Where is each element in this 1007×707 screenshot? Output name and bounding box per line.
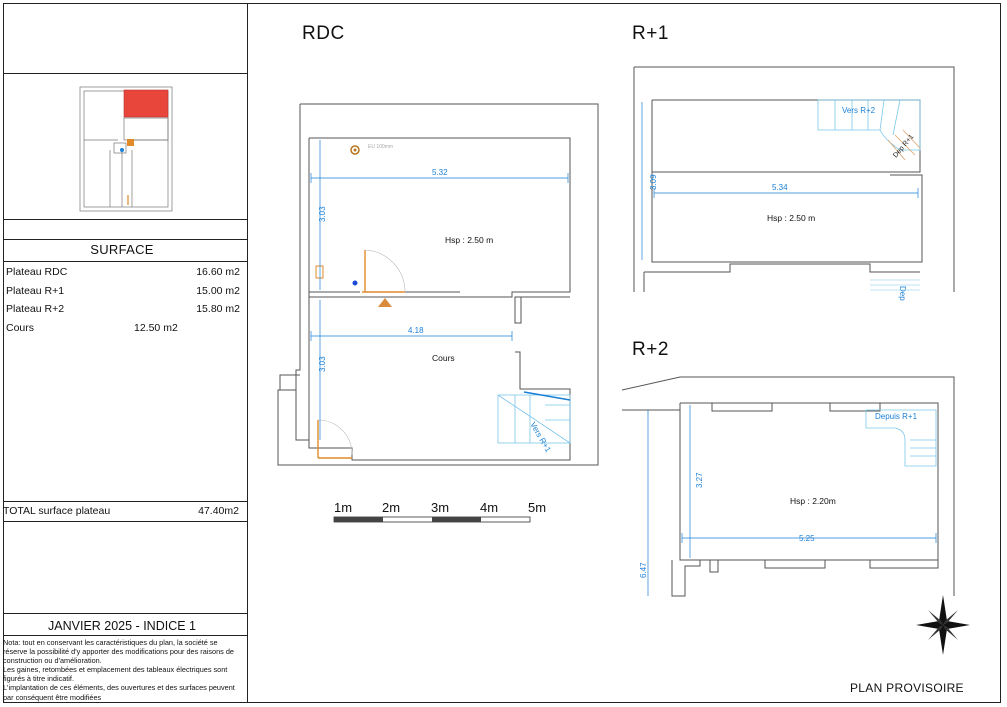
side-label: Dep [898, 286, 907, 301]
surface-row-value: 12.50 m2 [134, 322, 178, 334]
surface-row-r1: Plateau R+1 15.00 m2 [6, 285, 240, 301]
surface-row-value: 15.00 m2 [196, 285, 240, 297]
dimension-label: 6.47 [639, 562, 648, 578]
electric-panel-icon [352, 280, 358, 286]
dimension-label: 3.09 [649, 174, 658, 190]
surface-row-label: Plateau R+1 [6, 285, 65, 297]
fixture-label: EU 100mm [368, 144, 393, 150]
fixture-marker [120, 148, 124, 152]
surface-row-value: 15.80 m2 [196, 303, 240, 315]
surface-row-cours: Cours 12.50 m2 [6, 322, 240, 338]
dimension-label: 5.34 [772, 183, 788, 192]
revision-date: JANVIER 2025 - INDICE 1 [48, 619, 196, 633]
surface-title: SURFACE [90, 242, 154, 257]
total-label: TOTAL surface plateau [3, 505, 111, 517]
divider [3, 239, 248, 240]
fixture-icon [350, 145, 360, 155]
surface-row-rdc: Plateau RDC 16.60 m2 [6, 266, 240, 282]
stair-label: Vers R+2 [842, 106, 876, 115]
plan-r1: Vers R+2 Dep R+1 Dep 5.34 3.09 Hsp : 2.5… [633, 66, 955, 301]
surface-row-label: Plateau RDC [6, 266, 68, 278]
divider [3, 521, 248, 522]
scale-label: 1m [334, 500, 352, 515]
scale-label: 4m [480, 500, 498, 515]
north-arrow-icon [916, 595, 970, 655]
stair-label: Vers R+1 [528, 421, 553, 455]
total-value: 47.40m2 [198, 505, 239, 517]
stair-label: Depuis R+1 [875, 412, 918, 421]
room-label: Cours [432, 353, 455, 363]
ceiling-height-label: Hsp : 2.50 m [767, 213, 815, 223]
total-surface: TOTAL surface plateau 47.40m2 [3, 505, 239, 519]
stair-label: Dep R+1 [892, 133, 915, 159]
level-title-r2: R+2 [632, 339, 669, 360]
dimension-label: 3.27 [695, 472, 704, 488]
divider [3, 635, 248, 636]
surface-row-value: 16.60 m2 [196, 266, 240, 278]
scale-label: 3m [431, 500, 449, 515]
scale-label: 2m [382, 500, 400, 515]
plan-rdc: Vers R+1 EU 100mm 5.32 4. [277, 103, 599, 466]
divider [3, 219, 248, 220]
dimension-label: 4.18 [408, 326, 424, 335]
level-title-rdc: RDC [302, 23, 345, 44]
scale-bar: 1m 2m 3m 4m 5m [333, 500, 546, 523]
surface-row-r2: Plateau R+2 15.80 m2 [6, 303, 240, 319]
surface-row-label: Cours [6, 322, 35, 334]
scale-label: 5m [528, 500, 546, 515]
ceiling-height-label: Hsp : 2.50 m [445, 235, 493, 245]
note-paragraph: Les gaines, retombées et emplacement des… [3, 665, 228, 684]
surface-row-label: Plateau R+2 [6, 303, 65, 315]
level-title-r1: R+1 [632, 23, 669, 44]
note-paragraph: L'implantation de ces éléments, des ouve… [3, 683, 235, 702]
dimension-label: 3.03 [318, 356, 327, 372]
divider [3, 613, 248, 614]
divider [3, 501, 248, 502]
dimension-label: 5.32 [432, 168, 448, 177]
divider [3, 261, 248, 262]
door-marker [127, 139, 134, 146]
sheet-frame [3, 3, 1001, 703]
dimension-label: 3.03 [318, 206, 327, 222]
title-block [3, 3, 248, 703]
highlighted-room [123, 89, 169, 118]
entrance-marker-icon [378, 298, 392, 307]
note-paragraph: Nota: tout en conservant les caractérist… [3, 638, 234, 666]
dimension-label: 5.25 [799, 534, 815, 543]
legal-note: Nota: tout en conservant les caractérist… [3, 638, 241, 702]
divider [3, 73, 248, 74]
ceiling-height-label: Hsp : 2.20m [790, 496, 836, 506]
plan-status: PLAN PROVISOIRE [850, 681, 964, 695]
plan-r2: Depuis R+1 5.25 3.27 6.47 Hsp : 2.20m [621, 376, 955, 597]
